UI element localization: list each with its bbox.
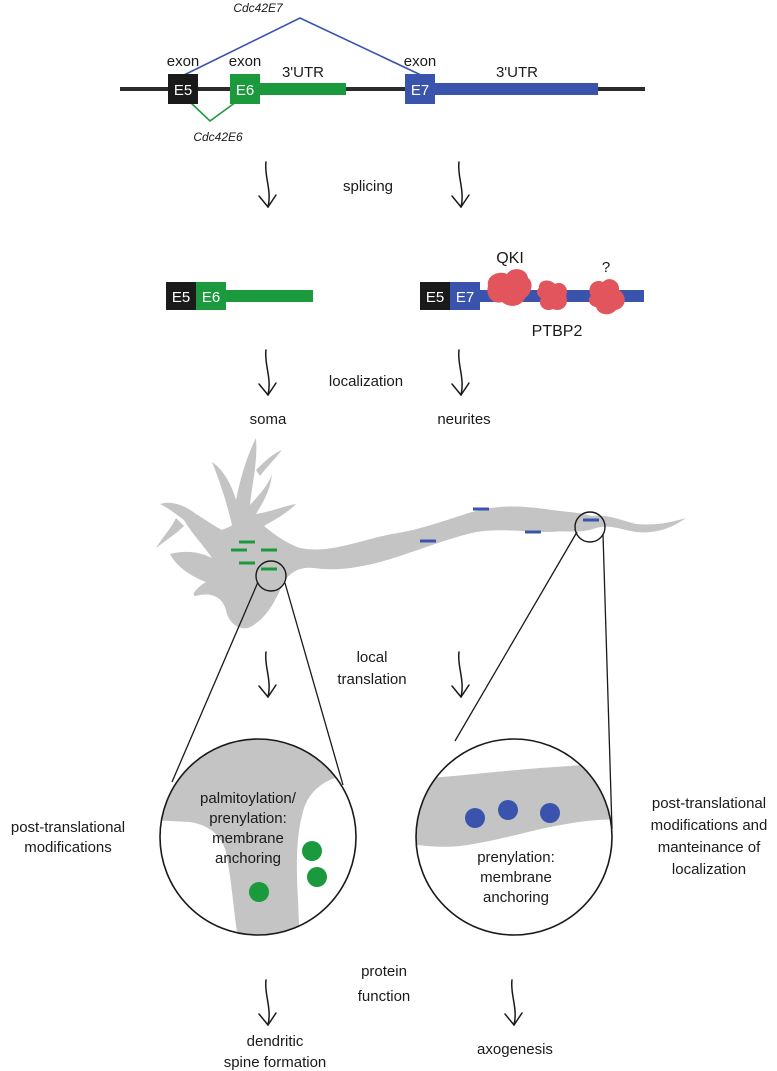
utr-label-e7: 3'UTR [496, 64, 538, 81]
neurite-zoom-text-line3: anchoring [483, 889, 549, 906]
mrna-e6-exon5-box [166, 282, 196, 310]
zoom-circle-soma: palmitoylation/ prenylation: membrane an… [159, 738, 357, 936]
protein-dot-blue [465, 808, 485, 828]
utr-e7-bar [435, 83, 598, 95]
zoom-origin-neurite [574, 511, 606, 543]
step-arrows [258, 161, 523, 1027]
arrow-function-left [258, 979, 277, 1027]
unknown-binder-label: ? [602, 259, 610, 276]
exon-e6-box [230, 74, 260, 104]
protein-dot-green [302, 841, 322, 861]
exon-e7-text: E7 [411, 82, 429, 99]
destination-neurites: neurites [437, 411, 490, 428]
arrow-translation-left [258, 651, 277, 699]
dendrite-branch-a [156, 518, 184, 548]
exon-label-e6: exon [229, 53, 262, 70]
ptbp2-label: PTBP2 [532, 323, 583, 340]
mrna-isoform-e6: E5 E6 [166, 282, 313, 310]
mrna-e7-exon7-box [450, 282, 480, 310]
gene-structure: exon exon exon 3'UTR 3'UTR E5 E6 E7 Cdc4… [120, 1, 645, 144]
outcome-right: axogenesis [477, 1041, 553, 1058]
arrow-localization-left [258, 349, 277, 397]
zoom-circle-neurite-outline [415, 738, 613, 936]
splice-label-e7: Cdc42E7 [233, 1, 284, 15]
mrna-e6-e6-text: E6 [202, 289, 220, 306]
zoom-circle-soma-outline [159, 738, 357, 936]
arrow-localization-right [451, 349, 470, 397]
soma-zoom-text-line1: palmitoylation/ [200, 790, 297, 807]
soma-membrane-region [160, 739, 356, 935]
step-local-translation-line2: translation [337, 671, 406, 688]
mrna-e6-utr-bar [226, 290, 313, 302]
mrna-e7-e5-text: E5 [426, 289, 444, 306]
soma-zoom-text-line4: anchoring [215, 850, 281, 867]
left-side-label-line1: post-translational [11, 819, 125, 836]
zoom-line-left-a [171, 581, 259, 783]
exon-e7-box [405, 74, 435, 104]
zoom-circle-neurite: prenylation: membrane anchoring [415, 738, 613, 936]
mrna-e6-exon6-box [196, 282, 226, 310]
step-splicing: splicing [343, 178, 393, 195]
splice-label-e6: Cdc42E6 [193, 130, 243, 144]
protein-dot-blue [498, 800, 518, 820]
zoom-connectors [171, 531, 613, 830]
protein-dot-green [249, 882, 269, 902]
soma-mrna-marks [231, 540, 277, 571]
soma-zoom-text-line2: prenylation: [209, 810, 287, 827]
outcome-left-line1: dendritic [247, 1033, 304, 1050]
neuron-body [160, 438, 686, 629]
zoom-origin-soma [255, 560, 287, 592]
arrow-function-right [504, 979, 523, 1027]
right-side-label-line2: modifications and [651, 817, 768, 834]
zoom-line-right-b [602, 533, 613, 830]
zoom-line-left-b [284, 582, 344, 786]
step-localization: localization [329, 373, 403, 390]
qki-protein-blob [487, 269, 532, 306]
soma-zoom-text-line3: membrane [212, 830, 284, 847]
arrow-translation-right [451, 651, 470, 699]
arrow-splicing-left [258, 161, 277, 209]
protein-dot-blue [540, 803, 560, 823]
step-protein-function-line1: protein [361, 963, 407, 980]
utr-label-e6: 3'UTR [282, 64, 324, 81]
outcome-left-line2: spine formation [224, 1054, 327, 1071]
dendrite-branch-b [256, 450, 282, 476]
destination-soma: soma [250, 411, 287, 428]
exon-e6-text: E6 [236, 82, 254, 99]
qki-label: QKI [496, 250, 524, 267]
mrna-e6-e5-text: E5 [172, 289, 190, 306]
neurite-mrna-marks [420, 507, 599, 543]
mrna-isoform-e7: E5 E7 QKI PTBP2 ? [420, 250, 644, 340]
neurite-zoom-text-line2: membrane [480, 869, 552, 886]
neuron-illustration [156, 438, 686, 629]
ptbp2-protein-blob [536, 280, 568, 311]
arrow-splicing-right [451, 161, 470, 209]
unknown-protein-blob [588, 279, 625, 315]
right-side-label-line4: localization [672, 861, 746, 878]
mrna-e7-exon5-box [420, 282, 450, 310]
left-side-label-line2: modifications [24, 839, 112, 856]
zoom-line-right-a [454, 531, 578, 742]
exon-e5-text: E5 [174, 82, 192, 99]
utr-e6-bar [260, 83, 346, 95]
exon-label-e7: exon [404, 53, 437, 70]
mrna-e7-e7-text: E7 [456, 289, 474, 306]
protein-dot-green [307, 867, 327, 887]
right-side-label-line1: post-translational [652, 795, 766, 812]
exon-label-e5: exon [167, 53, 200, 70]
neurite-zoom-text-line1: prenylation: [477, 849, 555, 866]
exon-e5-box [168, 74, 198, 104]
step-local-translation-line1: local [357, 649, 388, 666]
splice-junction-e7 [181, 17, 424, 77]
step-protein-function-line2: function [358, 988, 411, 1005]
right-side-label-line3: manteinance of [658, 839, 761, 856]
splice-junction-e6 [189, 101, 237, 123]
